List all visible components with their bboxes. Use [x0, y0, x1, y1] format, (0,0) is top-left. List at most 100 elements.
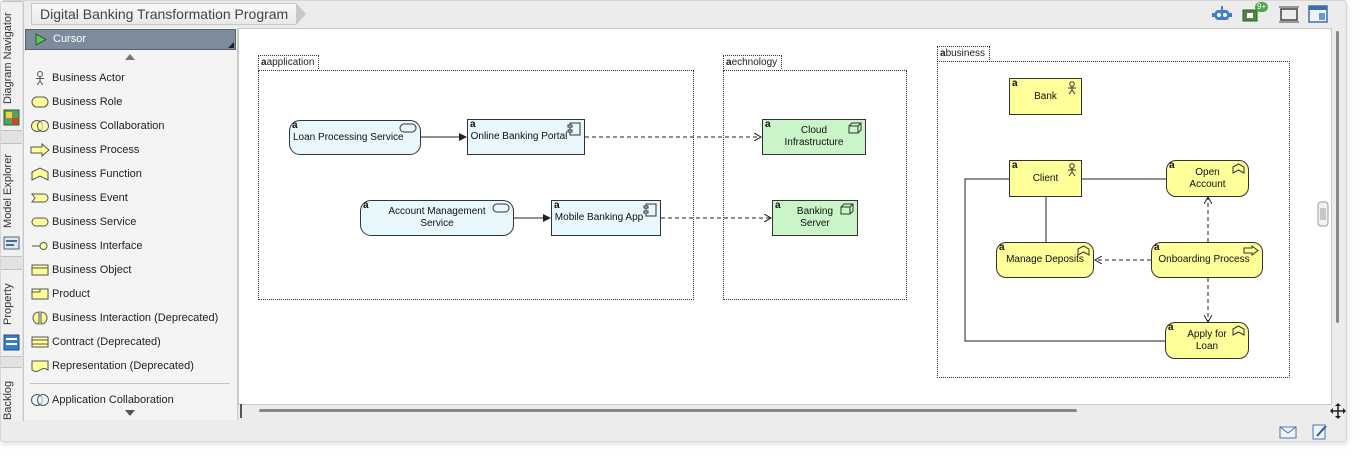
actor-icon: [1068, 81, 1076, 95]
pan-move-icon[interactable]: [1330, 403, 1346, 419]
announcement-icon[interactable]: [1241, 4, 1263, 24]
palette-item-business-function[interactable]: Business Function: [28, 164, 234, 184]
palette-item-business-actor[interactable]: Business Actor: [28, 68, 234, 88]
element-mobile-banking-app[interactable]: a Mobile Banking App: [551, 200, 661, 236]
element-onboarding-process[interactable]: a Onboarding Process: [1151, 242, 1263, 278]
scroll-up-arrow-icon[interactable]: [124, 53, 136, 61]
business-service-icon: [31, 217, 49, 227]
edit-note-icon[interactable]: [1312, 423, 1328, 440]
tab-backlog[interactable]: Backlog: [1, 367, 22, 429]
process-icon: [1243, 245, 1259, 256]
business-object-icon: [31, 264, 49, 276]
element-marker: a: [1168, 322, 1174, 333]
tab-label: Diagram Navigator: [2, 12, 14, 104]
group-tab-business[interactable]: abusiness: [937, 46, 991, 60]
product-icon: [31, 288, 49, 300]
element-palette: Cursor Business Actor Business Role Busi…: [24, 28, 238, 420]
palette-item-application-collaboration[interactable]: Application Collaboration: [28, 390, 234, 410]
element-client[interactable]: a Client: [1009, 160, 1082, 197]
mail-icon[interactable]: [1279, 426, 1297, 439]
palette-item-contract[interactable]: Contract (Deprecated): [28, 332, 234, 352]
element-loan-processing-service[interactable]: a Loan Processing Service: [289, 120, 421, 155]
layout-panel-icon[interactable]: [1307, 4, 1329, 24]
group-label: echnology: [731, 57, 778, 68]
palette-item-business-event[interactable]: Business Event: [28, 188, 234, 208]
breadcrumb[interactable]: Digital Banking Transformation Program: [31, 3, 307, 25]
business-collaboration-icon: [31, 120, 49, 132]
tab-model-explorer[interactable]: Model Explorer: [1, 143, 22, 257]
element-manage-deposits[interactable]: a Manage Deposits: [996, 242, 1094, 278]
palette-item-business-process[interactable]: Business Process: [28, 140, 234, 160]
connector-layer: [421, 133, 1331, 342]
notification-badge: 9+: [1255, 2, 1269, 12]
palette-item-business-interaction[interactable]: Business Interaction (Deprecated): [28, 308, 234, 328]
palette-item-label: Business Event: [52, 192, 128, 204]
element-label: Account Management Service: [388, 206, 486, 229]
element-marker: a: [1012, 160, 1018, 171]
component-icon: [567, 122, 581, 136]
palette-item-label: Business Interaction (Deprecated): [52, 312, 219, 324]
diagram-navigator-icon: [3, 109, 20, 126]
representation-icon: [31, 360, 49, 372]
business-interaction-icon: [32, 311, 48, 325]
element-label: Open Account: [1189, 166, 1226, 190]
palette-item-business-object[interactable]: Business Object: [28, 260, 234, 280]
vertical-scrollbar[interactable]: [1336, 31, 1339, 323]
diagram-title: Digital Banking Transformation Program: [40, 6, 289, 22]
tab-property[interactable]: Property: [1, 269, 22, 357]
palette-item-representation[interactable]: Representation (Deprecated): [28, 356, 234, 376]
group-tab-application[interactable]: aapplication: [258, 55, 320, 69]
element-open-account[interactable]: a Open Account: [1166, 160, 1249, 197]
cursor-icon: [35, 33, 48, 46]
group-technology[interactable]: [723, 70, 907, 300]
scroll-down-arrow-icon[interactable]: [124, 409, 136, 417]
side-tab-bar: Diagram Navigator Model Explorer Propert…: [1, 1, 24, 441]
palette-item-product[interactable]: Product: [28, 284, 234, 304]
element-apply-for-loan[interactable]: a Apply for Loan: [1165, 322, 1249, 359]
palette-item-label: Business Role: [52, 96, 123, 108]
group-business[interactable]: [937, 61, 1290, 378]
group-application[interactable]: [258, 70, 694, 300]
element-label: Loan Processing Service: [293, 131, 404, 143]
element-banking-server[interactable]: a Banking Server: [772, 200, 858, 236]
robot-icon[interactable]: [1211, 4, 1233, 24]
element-cloud-infrastructure[interactable]: a Cloud Infrastructure: [762, 119, 866, 155]
horizontal-scrollbar[interactable]: [259, 409, 1077, 412]
element-label: Manage Deposits: [1006, 254, 1084, 265]
tab-diagram-navigator[interactable]: Diagram Navigator: [1, 1, 22, 131]
element-account-management-service[interactable]: a Account Management Service: [360, 200, 514, 236]
vertical-scroll-grip-icon[interactable]: [1317, 201, 1329, 227]
service-icon: [399, 123, 417, 133]
palette-item-label: Contract (Deprecated): [52, 336, 161, 348]
element-marker: a: [1169, 160, 1175, 171]
application-collaboration-icon: [31, 394, 49, 406]
model-explorer-icon: [3, 236, 20, 250]
palette-item-label: Product: [52, 288, 90, 300]
business-process-icon: [30, 143, 50, 157]
palette-item-label: Representation (Deprecated): [52, 360, 194, 372]
element-marker: a: [1012, 78, 1018, 89]
palette-item-label: Business Collaboration: [52, 120, 165, 132]
element-marker: a: [765, 119, 771, 130]
element-bank[interactable]: a Bank: [1009, 78, 1082, 115]
palette-item-business-collaboration[interactable]: Business Collaboration: [28, 116, 234, 136]
diagram-canvas[interactable]: aapplication aechnology abusiness a Loan…: [238, 28, 1332, 405]
fit-diagram-icon[interactable]: [1278, 4, 1300, 24]
element-label: Onboarding Process: [1158, 254, 1250, 265]
element-label: Mobile Banking App: [554, 212, 644, 223]
palette-divider: [30, 383, 230, 384]
actor-icon: [1068, 163, 1076, 177]
element-online-banking-portal[interactable]: a Online Banking Portal: [467, 119, 585, 155]
palette-item-label: Application Collaboration: [52, 394, 174, 406]
group-tab-technology[interactable]: aechnology: [723, 55, 783, 69]
component-icon: [643, 203, 657, 217]
group-marker: a: [940, 48, 946, 59]
palette-item-business-service[interactable]: Business Service: [28, 212, 234, 232]
service-icon: [492, 203, 510, 213]
group-label: application: [266, 57, 315, 68]
palette-item-business-interface[interactable]: Business Interface: [28, 236, 234, 256]
palette-item-business-role[interactable]: Business Role: [28, 92, 234, 112]
business-event-icon: [31, 193, 49, 203]
tab-label: Property: [2, 283, 14, 325]
palette-cursor-tool[interactable]: Cursor: [25, 29, 236, 50]
